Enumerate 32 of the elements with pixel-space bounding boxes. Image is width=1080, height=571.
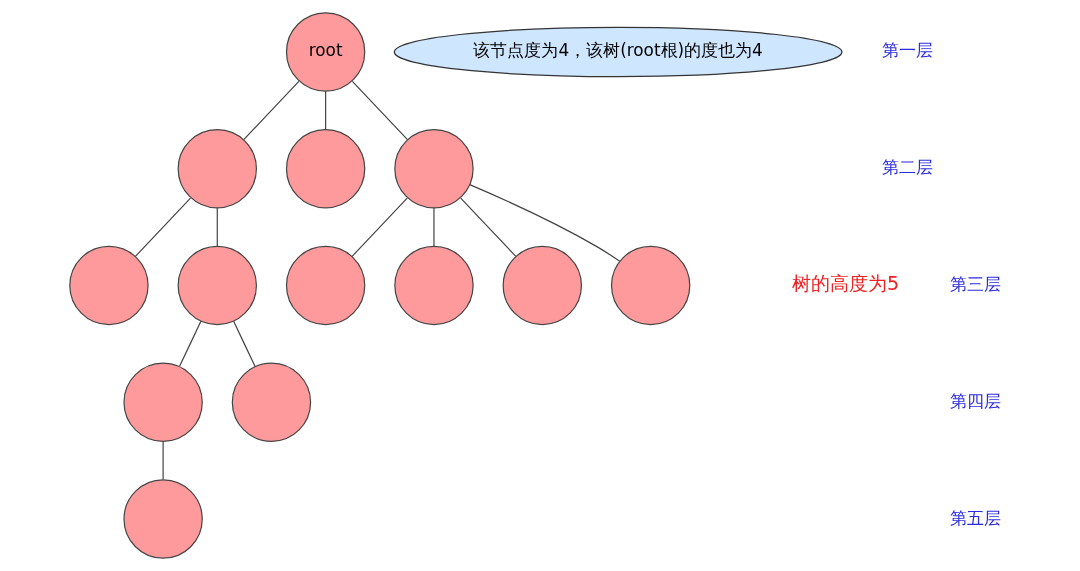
connector: [216, 207, 218, 247]
connector: [324, 90, 326, 130]
node-circle: [285, 245, 365, 326]
connector: [242, 80, 299, 141]
node-circle: [231, 362, 311, 442]
label: 树的高度为5: [791, 272, 899, 296]
node-circle: [393, 129, 474, 209]
connector: [432, 207, 435, 247]
connector: [351, 80, 408, 141]
label: 第二层: [881, 157, 933, 178]
node-circle: [502, 245, 582, 326]
node-circle: [122, 362, 203, 442]
node-circle: [177, 129, 257, 209]
connector: [232, 320, 256, 368]
node-circle: [122, 479, 203, 559]
node-ellipse: 该节点度为4，该树(root根)的度也为4: [393, 26, 843, 78]
connector: [351, 197, 408, 257]
connector: [178, 320, 201, 368]
label: 第三层: [949, 273, 1001, 294]
label: 第一层: [881, 40, 933, 61]
connector: [162, 440, 164, 481]
node-circle: [285, 129, 365, 209]
connector: [134, 197, 191, 257]
node-circle: [68, 245, 149, 326]
label: 第五层: [949, 507, 1001, 528]
node-circle: root: [285, 12, 365, 92]
node-circle: [393, 245, 474, 326]
connector: [459, 197, 516, 257]
node-circle: [177, 245, 257, 326]
connector: [468, 184, 620, 262]
node-circle: [610, 245, 690, 326]
label: 第四层: [949, 390, 1001, 411]
